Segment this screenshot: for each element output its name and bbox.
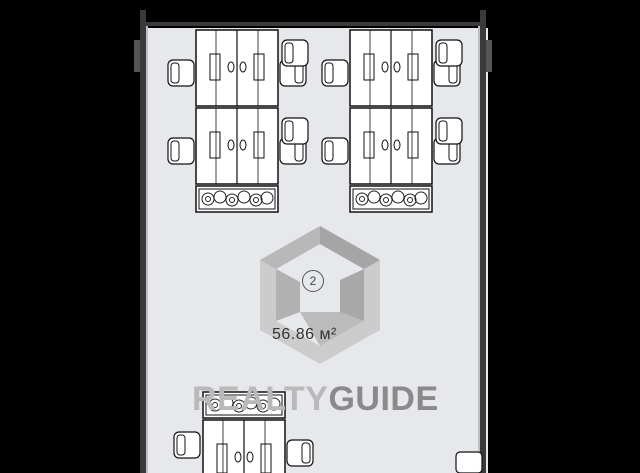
window-right	[486, 40, 492, 72]
room-number-badge: 2	[302, 270, 324, 292]
watermark-text: REALTYGUIDE	[192, 380, 439, 419]
logo-hexagon-icon	[260, 226, 380, 364]
watermark-part1: REALTY	[192, 380, 329, 418]
watermark-part2: GUIDE	[328, 380, 439, 418]
right-wall	[480, 10, 486, 473]
left-wall	[140, 10, 146, 473]
room-area-label: 56.86 м²	[272, 326, 337, 343]
top-wall	[140, 22, 486, 26]
desk-cluster-bottom	[173, 391, 483, 473]
window-left	[134, 40, 140, 72]
